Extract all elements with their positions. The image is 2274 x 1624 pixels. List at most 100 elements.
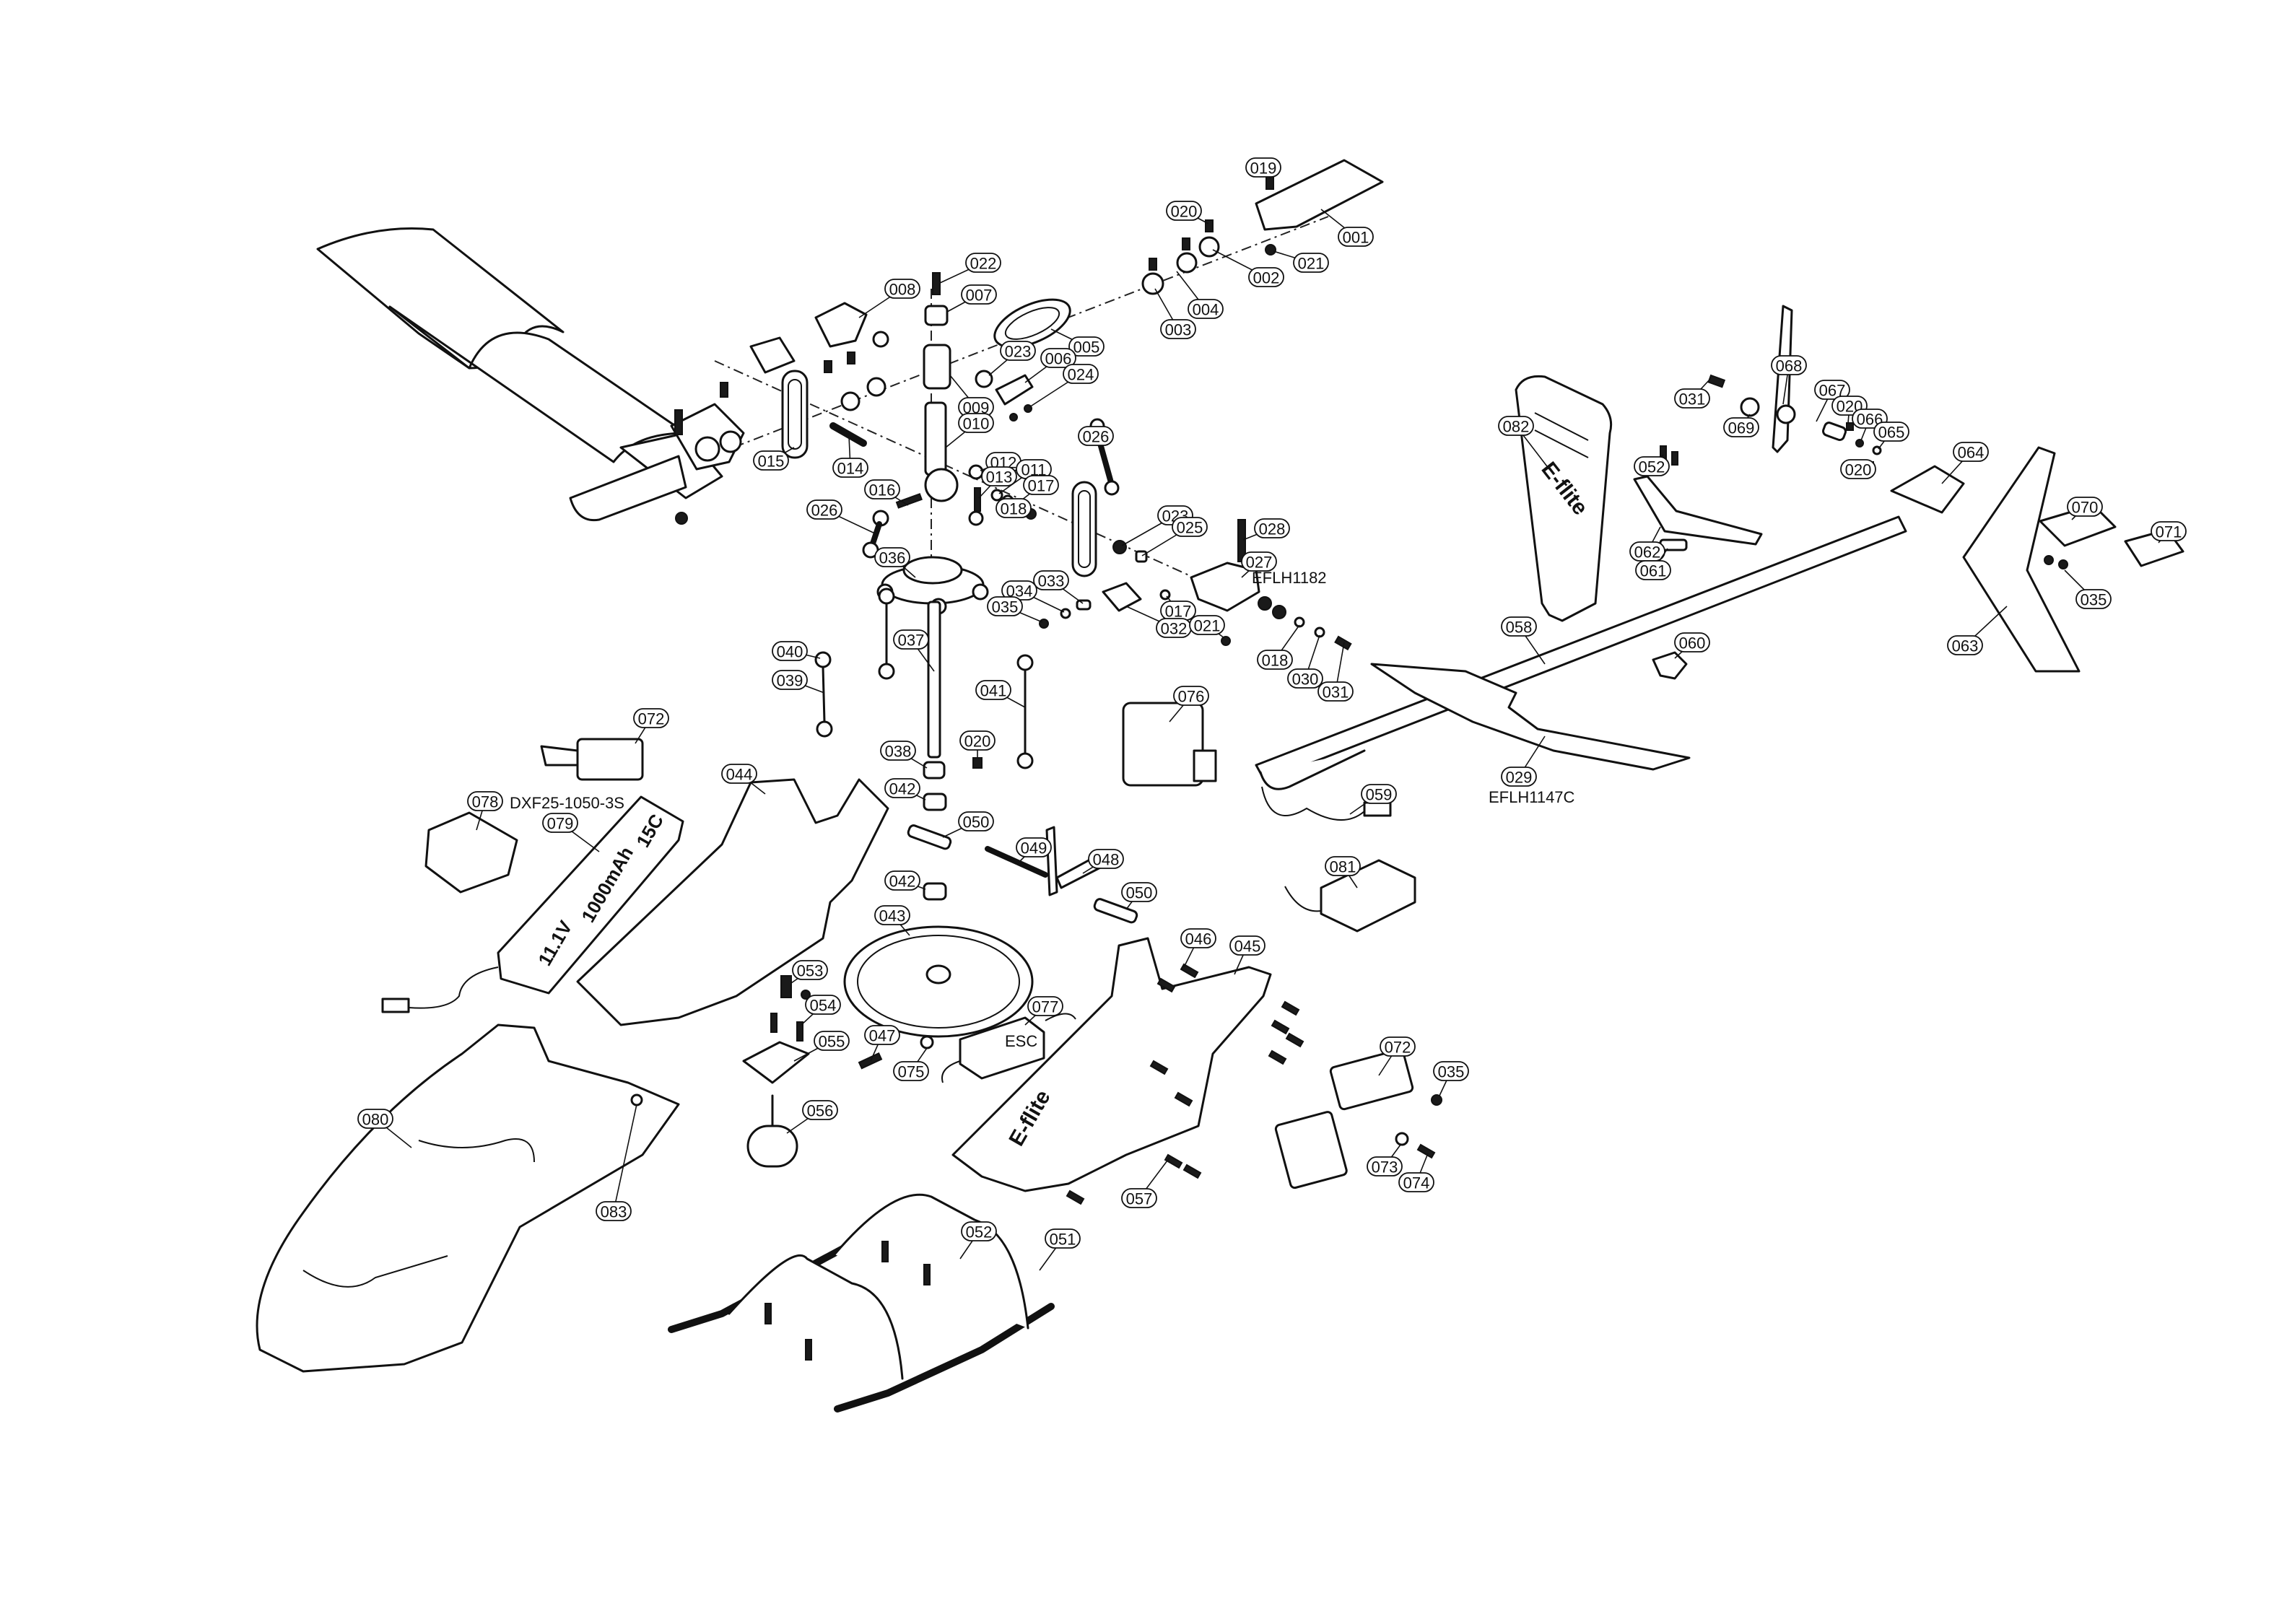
callout-bubble	[1121, 882, 1157, 902]
callout-number: 078	[472, 793, 499, 811]
callout-064: 064	[1941, 442, 1989, 484]
callout-bubble	[864, 479, 900, 499]
strut-front	[728, 1254, 904, 1380]
main-blade-right	[1370, 663, 1691, 771]
callout-005: 005	[1050, 328, 1105, 357]
callout-002: 002	[1212, 249, 1284, 287]
callout-028: 028	[1242, 518, 1290, 541]
washer-icon	[1294, 616, 1305, 628]
callout-bubble	[1257, 650, 1293, 670]
skid-right	[834, 1303, 1055, 1413]
flybar-collar	[840, 391, 861, 411]
screw-035	[1039, 619, 1049, 629]
tail-drive-shaft-049	[985, 846, 1048, 878]
tail-bellcrank	[1190, 562, 1260, 612]
callout-057: 057	[1121, 1157, 1170, 1208]
callout-bubble	[1501, 616, 1537, 637]
screw-icon	[2044, 555, 2054, 565]
esc-077	[959, 1016, 1045, 1080]
callout-bubble	[893, 1061, 929, 1081]
callout-number: 025	[1177, 519, 1203, 537]
callout-053: 053	[790, 960, 828, 984]
callout-number: 005	[1073, 339, 1100, 357]
callout-058: 058	[1501, 616, 1546, 665]
canopy-window-line	[302, 1255, 448, 1288]
main-gear-hub	[925, 964, 951, 985]
screw-035b-icon	[1431, 1094, 1442, 1106]
main-frame-left-044	[576, 778, 889, 1026]
callout-bubble	[772, 641, 808, 661]
callout-037: 037	[893, 629, 935, 672]
callout-bubble	[1771, 355, 1807, 375]
part-number-eflh1182: EFLH1182	[1252, 569, 1327, 587]
callout-bubble	[1248, 267, 1284, 287]
callout-bubble	[596, 1201, 632, 1221]
callout-074: 074	[1398, 1153, 1434, 1192]
callout-bubble	[1317, 681, 1354, 702]
callout-number: 006	[1045, 350, 1072, 368]
head-screw-icon	[932, 272, 941, 295]
callout-number: 032	[1161, 620, 1188, 638]
callout-bubble	[1016, 837, 1052, 857]
callout-004: 004	[1176, 271, 1224, 319]
callout-001: 001	[1320, 209, 1374, 247]
callout-bubble	[958, 413, 994, 433]
callout-073: 073	[1367, 1144, 1403, 1176]
callout-number: 036	[879, 549, 906, 567]
tail-bellcrank-assembly	[1039, 519, 1352, 651]
callout-number: 013	[986, 468, 1013, 486]
shaft-collar	[923, 761, 946, 780]
callout-018: 018	[1257, 624, 1300, 670]
callout-021: 021	[1189, 615, 1225, 639]
screw-icon	[796, 1021, 803, 1042]
callout-038: 038	[880, 741, 928, 769]
callout-bubble	[1325, 856, 1361, 876]
main-bearing-lower	[923, 882, 947, 901]
callout-bubble	[1229, 935, 1265, 956]
callout-number: 031	[1679, 390, 1706, 409]
ball-link	[968, 510, 984, 526]
callout-bubble	[874, 547, 910, 567]
callout-017: 017	[1014, 475, 1059, 506]
vertical-tail-fin-063	[1962, 446, 2081, 673]
bolt-016-icon	[895, 493, 923, 509]
main-motor-056	[746, 1125, 798, 1168]
callout-029: 029	[1501, 735, 1546, 787]
callout-bubble	[467, 791, 503, 811]
pinion-shaft-050b	[1093, 898, 1138, 924]
callout-number: 023	[1005, 343, 1032, 361]
callout-bubble	[959, 730, 996, 751]
callout-bubble	[1088, 849, 1124, 869]
callout-leader-line	[613, 1104, 637, 1212]
receiver-081	[1284, 859, 1416, 933]
callout-bubble	[805, 995, 841, 1015]
screw-icon	[1009, 413, 1018, 422]
callout-number: 069	[1728, 419, 1755, 437]
callout-bubble	[880, 741, 916, 761]
callout-bubble	[2075, 589, 2112, 609]
bearing-icon	[975, 370, 993, 388]
screw-icon	[881, 1241, 889, 1262]
set-screw-icon	[824, 360, 832, 373]
callout-bubble	[874, 905, 910, 925]
callout-049: 049	[1016, 837, 1052, 864]
ball-link-012	[968, 464, 984, 480]
callout-067: 067	[1814, 380, 1850, 422]
callout-032: 032	[1125, 606, 1192, 638]
bellcrank-048	[1045, 826, 1058, 896]
callout-075: 075	[893, 1047, 929, 1081]
pushrod-center	[878, 588, 895, 680]
callout-bubble	[1180, 928, 1216, 948]
bearing-icon	[872, 331, 889, 348]
callout-bubble	[1338, 227, 1374, 247]
screw-074-icon	[1416, 1143, 1436, 1159]
callout-number: 055	[819, 1033, 845, 1051]
callout-number: 008	[889, 281, 916, 299]
callout-bubble	[1287, 668, 1323, 689]
callout-number: 001	[1343, 229, 1369, 247]
callout-number: 050	[1126, 884, 1153, 902]
screw-icon	[805, 1339, 812, 1361]
callout-026: 026	[806, 499, 877, 535]
nut-075	[920, 1035, 934, 1049]
